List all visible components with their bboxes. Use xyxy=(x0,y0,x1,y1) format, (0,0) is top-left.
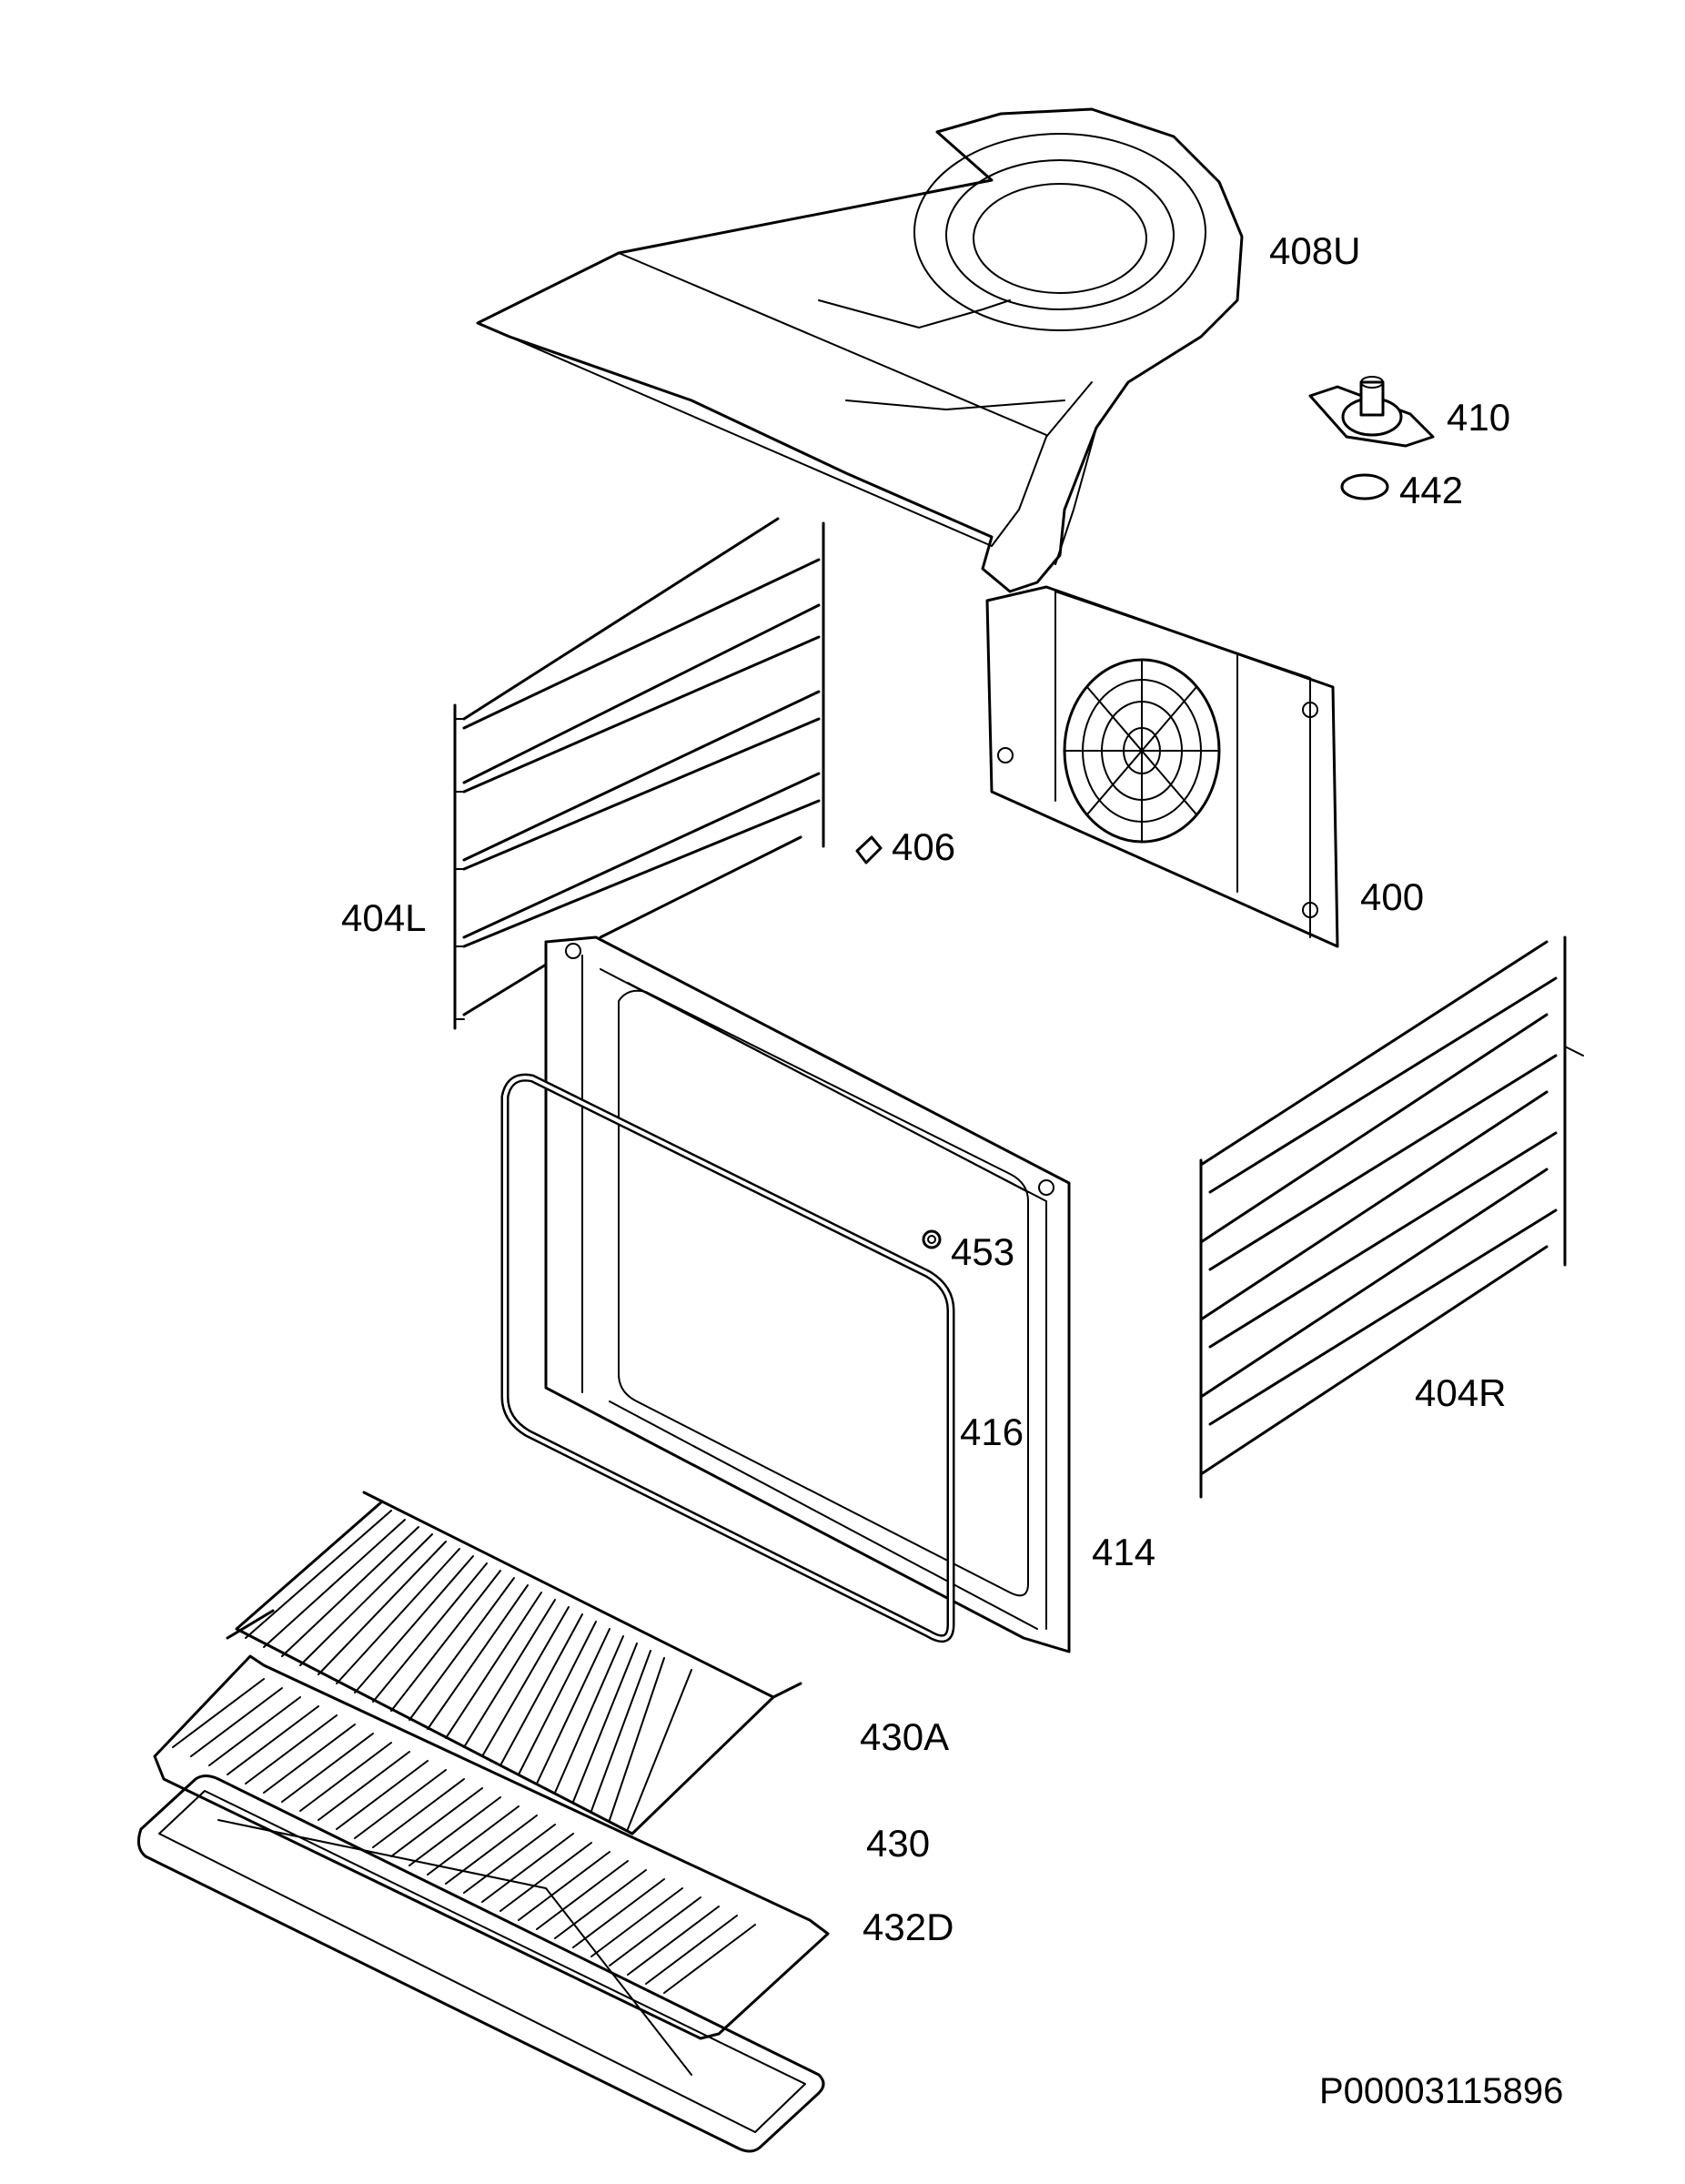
label-408U: 408U xyxy=(1269,229,1361,272)
left-shelf-support-icon xyxy=(453,517,825,1030)
fan-cover-icon xyxy=(476,107,1244,593)
baking-tray-icon xyxy=(136,1774,825,2153)
label-430A: 430A xyxy=(860,1715,950,1758)
right-shelf-support-icon xyxy=(1199,935,1584,1499)
label-442: 442 xyxy=(1399,469,1464,511)
clip-icon xyxy=(855,835,883,864)
label-430: 430 xyxy=(866,1822,931,1865)
motor-mount-icon xyxy=(1308,376,1435,448)
label-432D: 432D xyxy=(863,1906,954,1948)
wire-rack-icon xyxy=(226,1491,802,1835)
washer-icon xyxy=(1340,473,1389,500)
screw-icon xyxy=(922,1229,942,1249)
label-406: 406 xyxy=(892,825,956,868)
label-416: 416 xyxy=(960,1410,1024,1453)
label-404R: 404R xyxy=(1415,1371,1507,1414)
front-frame-icon xyxy=(544,935,1071,1653)
back-panel-fan-icon xyxy=(985,585,1339,948)
grill-rack-icon xyxy=(153,1654,830,2040)
diagram-code: P00003115896 xyxy=(1319,2071,1564,2111)
label-414: 414 xyxy=(1092,1531,1156,1573)
door-gasket-icon xyxy=(500,1073,955,1643)
label-453: 453 xyxy=(951,1230,1015,1273)
label-400: 400 xyxy=(1360,875,1425,918)
label-410: 410 xyxy=(1447,396,1511,439)
label-404L: 404L xyxy=(341,896,427,939)
